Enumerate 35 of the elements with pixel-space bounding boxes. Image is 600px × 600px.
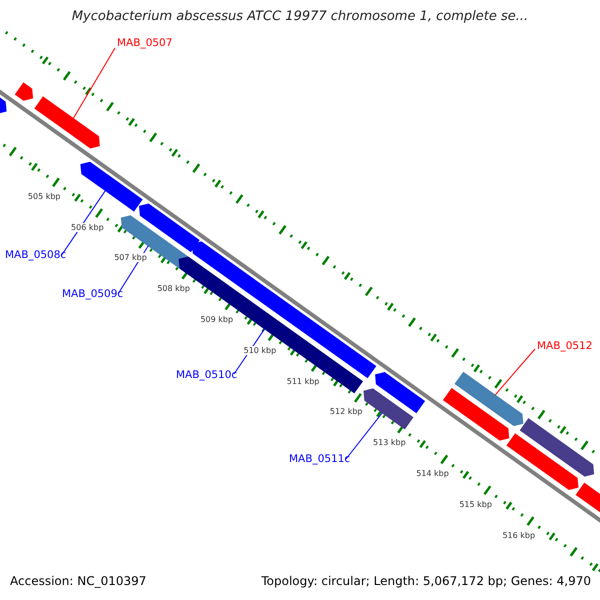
gene-segment: [14, 82, 34, 101]
tick-label: 508 kbp: [157, 284, 190, 294]
tick-label: 512 kbp: [330, 407, 362, 416]
gene-segment: [138, 204, 200, 252]
tick-label: 515 kbp: [459, 500, 492, 509]
leader-line: [60, 190, 106, 256]
footer-text: Accession: NC_010397: [10, 574, 146, 588]
title: Mycobacterium abscessus ATCC 19977 chromosome 1, complete se...: [70, 9, 530, 24]
gene-segment: [34, 96, 100, 148]
tick-label: 509 kbp: [200, 314, 234, 324]
footer-text: Topology: circular; Length: 5,067,172 bp; Genes: 4,970: [261, 574, 591, 588]
gene-segment: [363, 388, 414, 430]
gene-label: MAB_0509c: [62, 288, 124, 300]
leader-line: [494, 348, 536, 396]
gene-label: MAB_0510c: [176, 369, 238, 381]
gene-segment: [454, 372, 524, 426]
leader-line: [72, 48, 116, 119]
gene-segment: [506, 433, 578, 490]
gene-segment: [442, 388, 510, 441]
tick-label: 510 kbp: [244, 346, 276, 355]
tick-label: 506 kbp: [71, 222, 104, 232]
gene-segment: [520, 418, 594, 477]
tick-label: 516 kbp: [502, 530, 536, 540]
gene-label: MAB_0512: [537, 340, 592, 352]
tick-label: 505 kbp: [28, 192, 61, 201]
gene-segment: [375, 372, 426, 414]
tick-label: 511 kbp: [286, 376, 320, 386]
gene-segment: [80, 162, 143, 212]
gene-label: MAB_0507: [117, 37, 172, 49]
tick-label: 507 kbp: [114, 253, 147, 262]
gene-label: MAB_0511c: [289, 453, 350, 465]
tick-label: 513 kbp: [373, 438, 406, 448]
gene-label: MAB_0508c: [5, 249, 66, 261]
leader-line: [346, 412, 383, 460]
tick-label: 514 kbp: [416, 468, 449, 478]
